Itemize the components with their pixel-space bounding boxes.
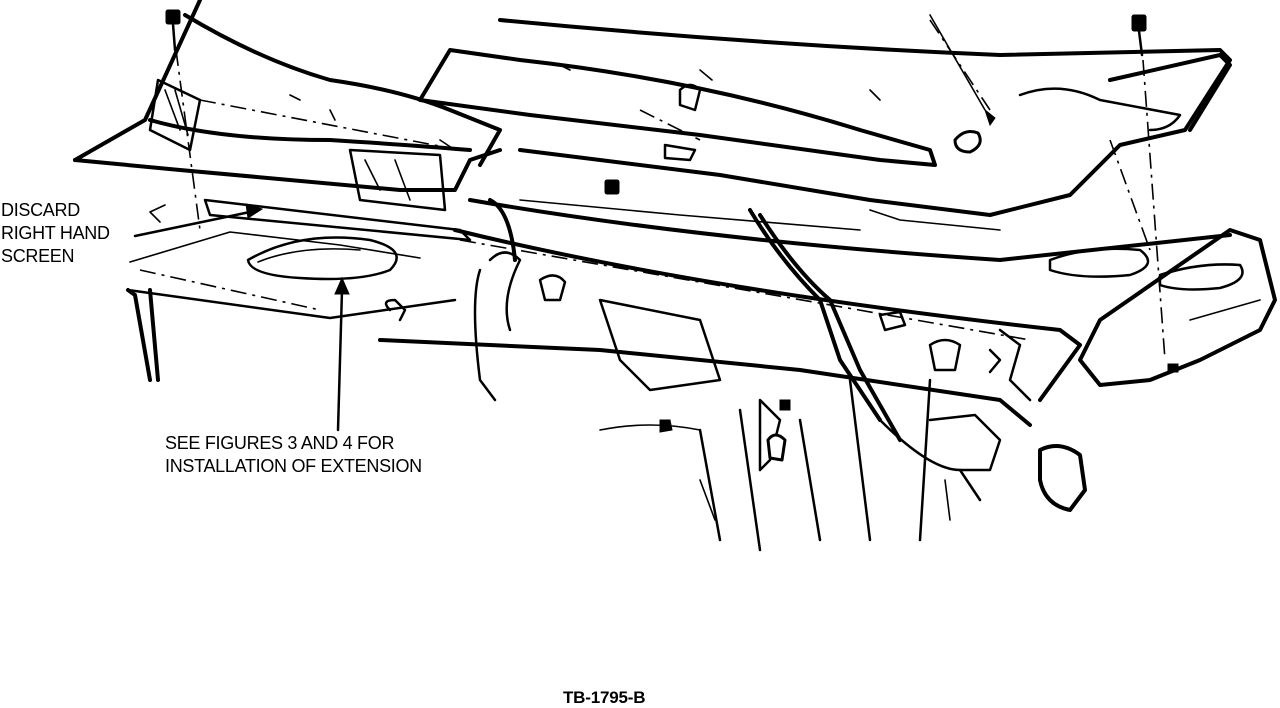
see-figures-callout: SEE FIGURES 3 AND 4 FOR INSTALLATION OF … bbox=[165, 432, 422, 478]
callout-leaders bbox=[133, 203, 350, 432]
cowl-top-panel bbox=[418, 14, 1232, 217]
wiper-linkage-area bbox=[378, 198, 1087, 552]
left-cowl-panel bbox=[73, 0, 502, 242]
lower-cowl-panel bbox=[453, 143, 1232, 402]
callout-line: DISCARD bbox=[1, 200, 80, 220]
discard-screen-callout: DISCARD RIGHT HAND SCREEN bbox=[1, 199, 110, 268]
cowl-assembly-illustration bbox=[73, 0, 1277, 552]
callout-line: SCREEN bbox=[1, 246, 75, 266]
right-cowl-end bbox=[1048, 53, 1277, 387]
callout-line: SEE FIGURES 3 AND 4 FOR bbox=[165, 433, 395, 453]
screw-right bbox=[1131, 14, 1179, 373]
callout-line: INSTALLATION OF EXTENSION bbox=[165, 456, 422, 476]
left-fender-area bbox=[126, 204, 457, 382]
screw-left bbox=[165, 9, 201, 231]
callout-line: RIGHT HAND bbox=[1, 223, 110, 243]
figure-id-label: TB-1795-B bbox=[563, 688, 646, 707]
